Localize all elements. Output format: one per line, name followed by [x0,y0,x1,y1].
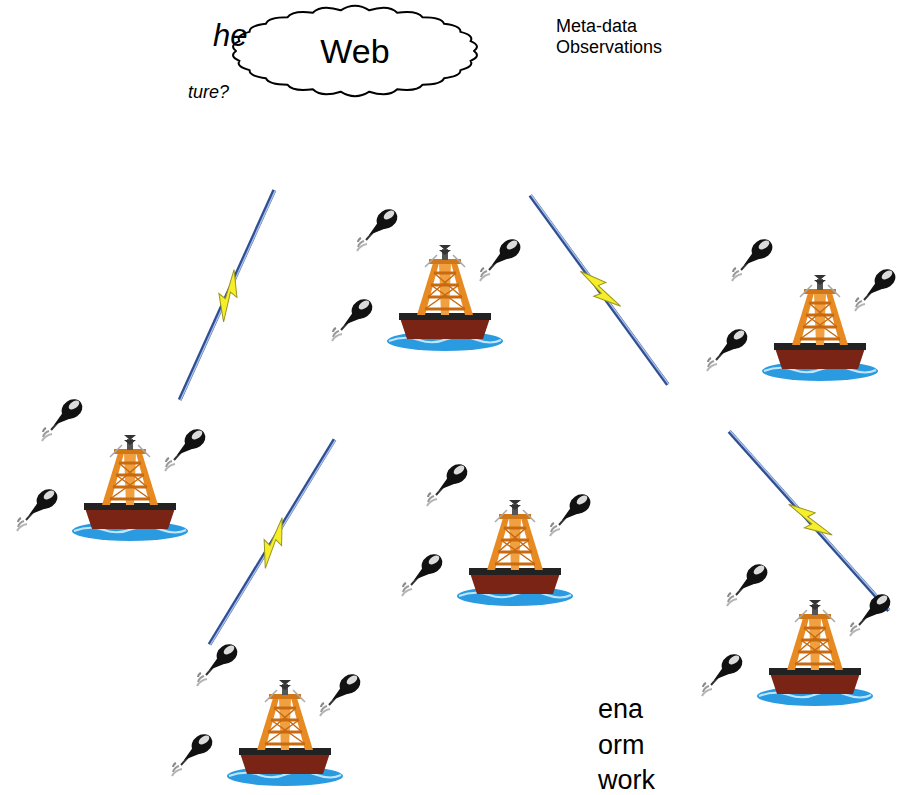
slide-fragment: ena [598,694,643,725]
slide-fragment: work [598,765,655,795]
slide-fragment: he [213,18,247,54]
slide-fragment: ture? [188,82,229,103]
link-label: Meta-data Observations [556,16,686,57]
cloud-node: Web [228,2,482,100]
slide-fragment: orm [598,730,645,761]
cloud-label: Web [320,32,389,71]
